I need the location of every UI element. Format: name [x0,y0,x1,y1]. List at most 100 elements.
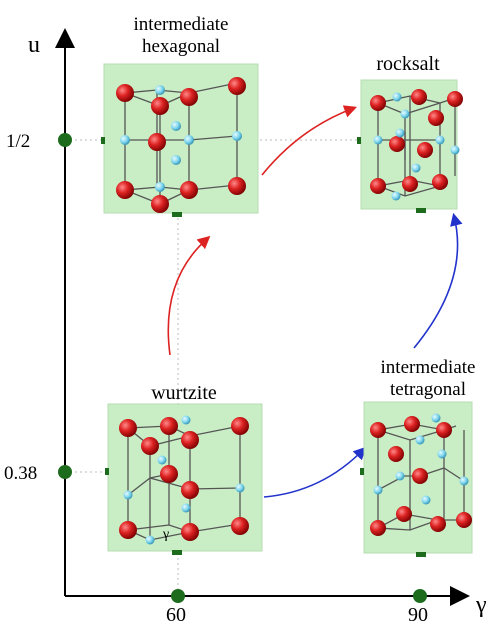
atom-large [116,181,134,199]
y-tick-marker-half [58,133,72,147]
atom-large [404,416,420,432]
atom-large [428,110,444,126]
x-axis-label: γ [475,592,487,618]
panel-hexagonal-title-line1: intermediate [134,14,229,35]
x-tick-marker-90 [413,589,427,603]
atom-large [160,465,178,483]
y-tick-label-half: 1/2 [6,131,30,152]
atom-large [417,142,433,158]
atom-large [370,520,386,536]
x-tick-marker-60 [171,589,185,603]
atom-large [370,95,386,111]
atom-small [415,435,425,445]
atom-large [436,422,452,438]
panel-wurtzite: wurtzite γ [105,382,263,555]
panel-wurtzite-bottom-marker [172,550,182,555]
atom-large [181,431,199,449]
panel-rocksalt: rocksalt [357,53,463,213]
atom-large [181,523,199,541]
y-tick-marker-038 [58,465,72,479]
atom-small [235,483,245,493]
atom-small [437,449,447,459]
atom-large [411,89,427,105]
atom-large [151,195,169,213]
atom-small [373,485,383,495]
panel-tetragonal-title-line2: tetragonal [390,379,466,400]
atom-large [432,174,448,190]
atom-small [184,135,194,145]
arrow-wurtzite-to-tetragonal [263,446,367,498]
panel-hexagonal-left-marker [101,137,105,144]
panel-tetragonal-bottom-marker [416,552,426,557]
wurtzite-angle-label: γ [162,527,169,542]
atom-large [180,181,198,199]
atom-small [421,495,431,505]
arrow-wurtzite-to-hexagonal [167,235,211,356]
x-tick-label-60: 60 [166,604,186,626]
atom-small [431,413,441,423]
atom-large [456,512,472,528]
atom-small [171,155,181,165]
atom-small [181,503,191,513]
atom-large [141,437,159,455]
atom-large [160,417,178,435]
atom-large [370,178,386,194]
atom-small [181,415,191,425]
atom-small [232,131,242,141]
y-tick-label-038: 0.38 [4,463,37,484]
atom-small [395,128,405,138]
panel-tetragonal-title-line1: intermediate [381,357,476,378]
panel-rocksalt-left-marker [357,137,361,144]
panel-rocksalt-bottom-marker [416,208,426,213]
atom-large [412,468,428,484]
panel-tetragonal-left-marker [360,468,364,475]
atom-large [119,419,137,437]
atom-large [430,516,446,532]
panel-intermediate-hexagonal: intermediate hexagonal [101,14,259,217]
y-axis-label: u [28,32,40,58]
x-tick-label-90: 90 [408,604,428,626]
atom-large [180,88,198,106]
atom-small [400,109,410,119]
atom-small [123,490,133,500]
transition-arrows [167,105,463,498]
atom-large [447,91,463,107]
atom-large [396,506,412,522]
atom-large [389,136,405,152]
atom-large [116,84,134,102]
atom-large [231,517,249,535]
panel-wurtzite-left-marker [105,468,109,475]
wurtzite-structure-atoms [119,415,249,545]
hexagonal-structure-atoms [116,77,246,213]
atom-large [181,481,199,499]
tetragonal-structure-atoms [370,413,472,536]
rocksalt-structure-atoms [370,89,463,201]
atom-large [388,446,404,462]
atom-small [155,85,165,95]
atom-small [459,476,469,486]
arrow-tetragonal-to-rocksalt [413,212,463,349]
panel-intermediate-tetragonal: intermediate tetragonal [360,357,475,557]
atom-small [155,182,165,192]
atom-small [171,121,181,131]
atom-small [435,135,445,145]
panel-rocksalt-title: rocksalt [376,53,440,75]
atom-small [145,535,155,545]
atom-large [370,422,386,438]
atom-large [402,176,418,192]
atom-large [228,177,246,195]
atom-large [228,77,246,95]
panel-hexagonal-bottom-marker [172,212,182,217]
atom-small [391,191,401,201]
atom-small [411,163,421,173]
atom-small [395,471,405,481]
atom-small [120,135,130,145]
axes: u γ 1/2 0.38 60 90 [4,28,487,626]
arrow-hexagonal-to-rocksalt [261,105,358,176]
atom-small [392,92,402,102]
atom-small [157,455,167,465]
panel-hexagonal-title-line2: hexagonal [142,36,220,57]
atom-small [450,145,460,155]
atom-large [119,521,137,539]
